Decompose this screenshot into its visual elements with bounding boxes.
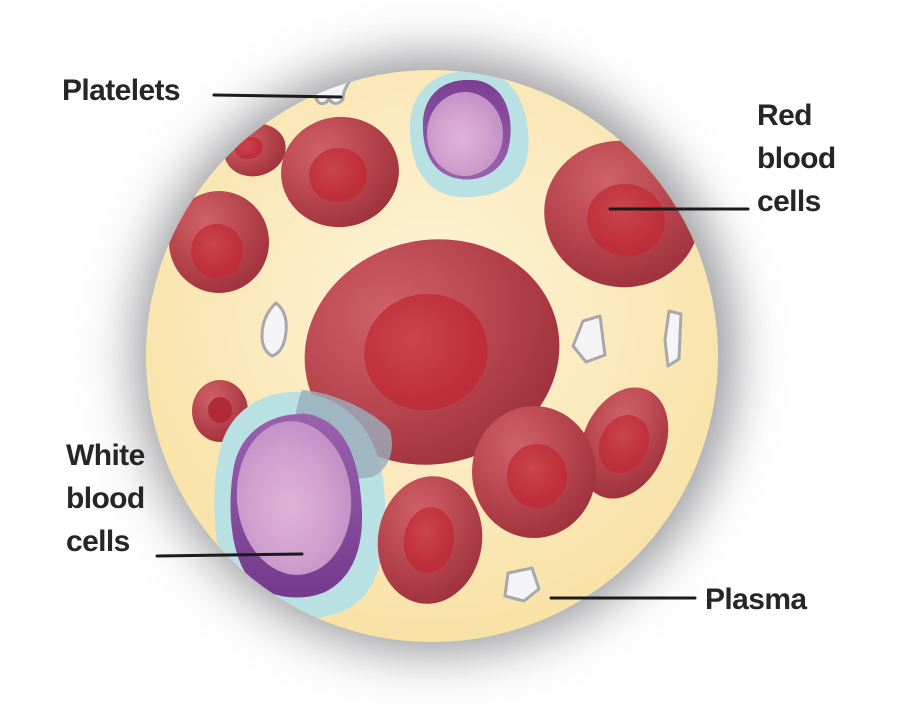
red-blood-cell-left (169, 191, 269, 293)
red-blood-cells-label: Red blood cells (757, 99, 836, 218)
red-blood-cell-topcenter (281, 116, 399, 228)
white-blood-cells-label: White blood cells (66, 439, 145, 558)
white-blood-cells-leader-line (155, 552, 304, 558)
platelet-icon-bottom (503, 566, 541, 603)
plasma-label: Plasma (705, 583, 807, 616)
red-blood-cell-right-tilted (579, 387, 669, 499)
white-blood-cell-top (410, 71, 529, 198)
platelets-leader-line (212, 93, 343, 99)
white-blood-cell-bottom (214, 390, 392, 620)
platelet-icon-left (260, 301, 288, 358)
red-blood-cell-central (304, 239, 560, 465)
red-blood-cell-bottomcenter (377, 476, 483, 604)
platelet-icon-midright (571, 314, 607, 364)
platelets-label: Platelets (62, 74, 181, 107)
platelet-icon-right-sliver (663, 309, 683, 368)
red-blood-cell-bottomright (472, 406, 596, 538)
